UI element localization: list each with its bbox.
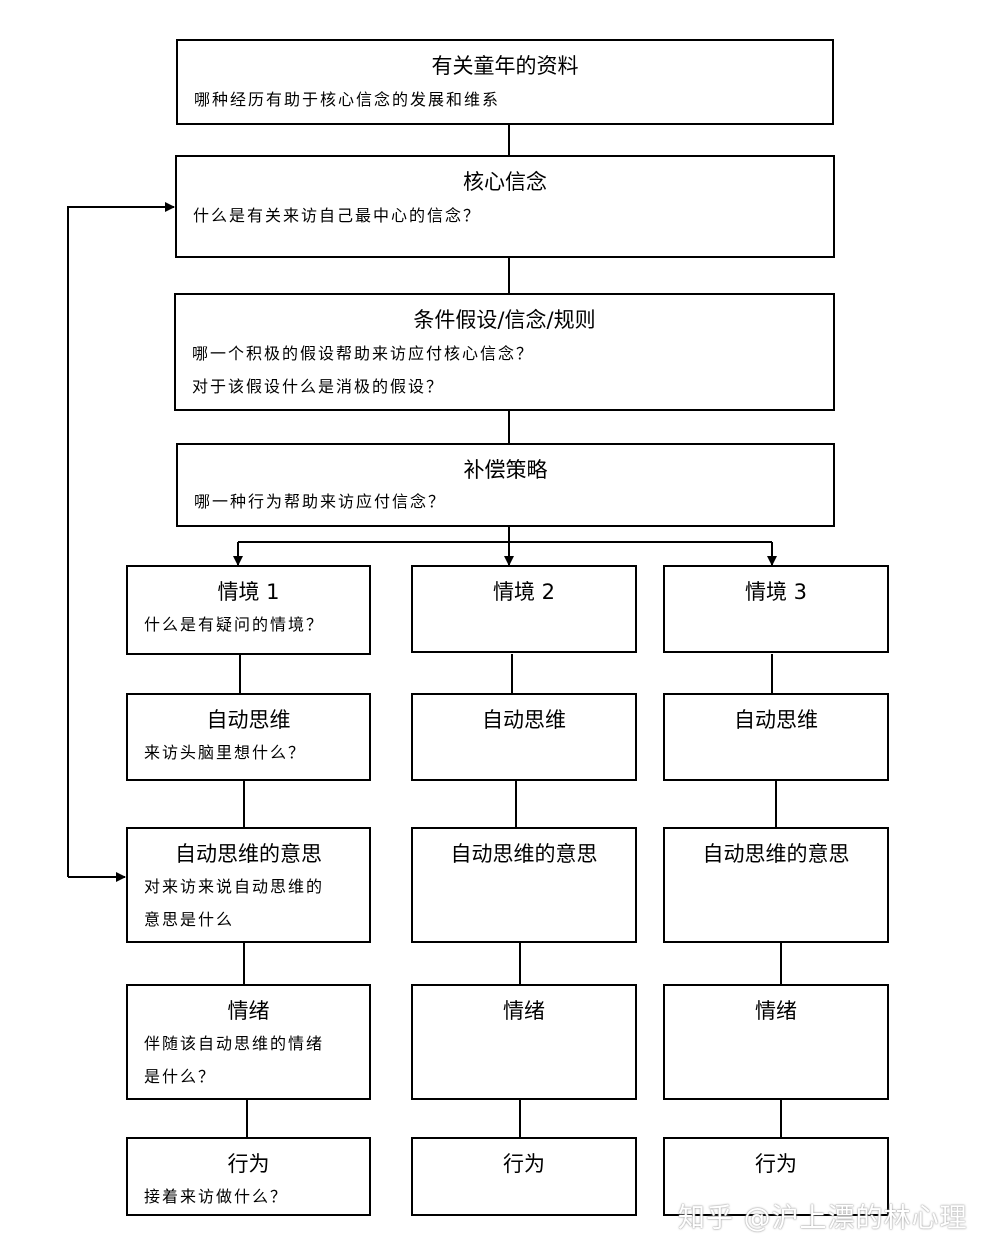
compensatory-strategy-box: 补偿策略 哪一种行为帮助来访应付信念？ bbox=[176, 443, 835, 527]
automatic-thought-2-box: 自动思维 bbox=[411, 693, 637, 781]
meaning-1-desc-2: 意思是什么 bbox=[144, 910, 235, 929]
behavior-1-title: 行为 bbox=[227, 1152, 270, 1176]
behavior-1-desc: 接着来访做什么？ bbox=[144, 1187, 289, 1206]
emotion-1-desc-1: 伴随该自动思维的情绪 bbox=[144, 1034, 325, 1053]
meaning-2-box: 自动思维的意思 bbox=[411, 827, 637, 943]
situation-1-title: 情境 1 bbox=[217, 580, 280, 604]
automatic-thought-3-title: 自动思维 bbox=[734, 708, 818, 732]
childhood-data-title: 有关童年的资料 bbox=[431, 54, 579, 78]
situation-2-box: 情境 2 bbox=[411, 565, 637, 653]
situation-1-desc: 什么是有疑问的情境？ bbox=[144, 615, 325, 634]
assumptions-box: 条件假设/信念/规则 哪一个积极的假设帮助来访应付核心信念？ 对于该假设什么是消… bbox=[174, 293, 835, 411]
emotion-3-box: 情绪 bbox=[663, 984, 889, 1100]
zhihu-watermark: 知乎 @沪上漂的林心理 bbox=[678, 1203, 968, 1234]
automatic-thought-3-box: 自动思维 bbox=[663, 693, 889, 781]
assumptions-desc-1: 哪一个积极的假设帮助来访应付核心信念？ bbox=[192, 344, 535, 363]
automatic-thought-1-title: 自动思维 bbox=[206, 708, 291, 732]
meaning-2-title: 自动思维的意思 bbox=[450, 842, 598, 866]
core-belief-box: 核心信念 什么是有关来访自己最中心的信念？ bbox=[175, 155, 835, 258]
assumptions-desc-2: 对于该假设什么是消极的假设？ bbox=[192, 377, 445, 396]
compensatory-strategy-title: 补偿策略 bbox=[463, 458, 548, 482]
core-belief-title: 核心信念 bbox=[463, 170, 547, 194]
meaning-1-box: 自动思维的意思 对来访来说自动思维的 意思是什么 bbox=[126, 827, 371, 943]
automatic-thought-2-title: 自动思维 bbox=[482, 708, 566, 732]
behavior-3-title: 行为 bbox=[755, 1152, 797, 1176]
assumptions-title: 条件假设/信念/规则 bbox=[413, 308, 596, 332]
childhood-data-box: 有关童年的资料 哪种经历有助于核心信念的发展和维系 bbox=[176, 39, 834, 125]
childhood-data-desc: 哪种经历有助于核心信念的发展和维系 bbox=[194, 90, 501, 109]
meaning-1-title: 自动思维的意思 bbox=[175, 842, 322, 866]
meaning-1-desc-1: 对来访来说自动思维的 bbox=[144, 877, 325, 896]
emotion-1-title: 情绪 bbox=[227, 999, 270, 1023]
automatic-thought-1-box: 自动思维 来访头脑里想什么？ bbox=[126, 693, 371, 781]
situation-2-title: 情境 2 bbox=[492, 580, 556, 604]
emotion-1-box: 情绪 伴随该自动思维的情绪 是什么？ bbox=[126, 984, 371, 1100]
feedback-arrow-left-loop bbox=[67, 202, 175, 877]
behavior-2-box: 行为 bbox=[411, 1137, 637, 1216]
behavior-2-title: 行为 bbox=[503, 1152, 545, 1176]
compensatory-strategy-desc: 哪一种行为帮助来访应付信念？ bbox=[194, 492, 447, 511]
situation-3-title: 情境 3 bbox=[744, 580, 808, 604]
emotion-2-title: 情绪 bbox=[503, 999, 545, 1023]
behavior-3-box: 行为 bbox=[663, 1137, 889, 1216]
meaning-3-box: 自动思维的意思 bbox=[663, 827, 889, 943]
situation-1-box: 情境 1 什么是有疑问的情境？ bbox=[126, 565, 371, 655]
emotion-1-desc-2: 是什么？ bbox=[144, 1067, 217, 1086]
automatic-thought-1-desc: 来访头脑里想什么？ bbox=[144, 743, 307, 762]
core-belief-desc: 什么是有关来访自己最中心的信念？ bbox=[193, 206, 482, 225]
behavior-1-box: 行为 接着来访做什么？ bbox=[126, 1137, 371, 1216]
situation-3-box: 情境 3 bbox=[663, 565, 889, 653]
meaning-3-title: 自动思维的意思 bbox=[702, 842, 850, 866]
emotion-3-title: 情绪 bbox=[755, 999, 797, 1023]
emotion-2-box: 情绪 bbox=[411, 984, 637, 1100]
